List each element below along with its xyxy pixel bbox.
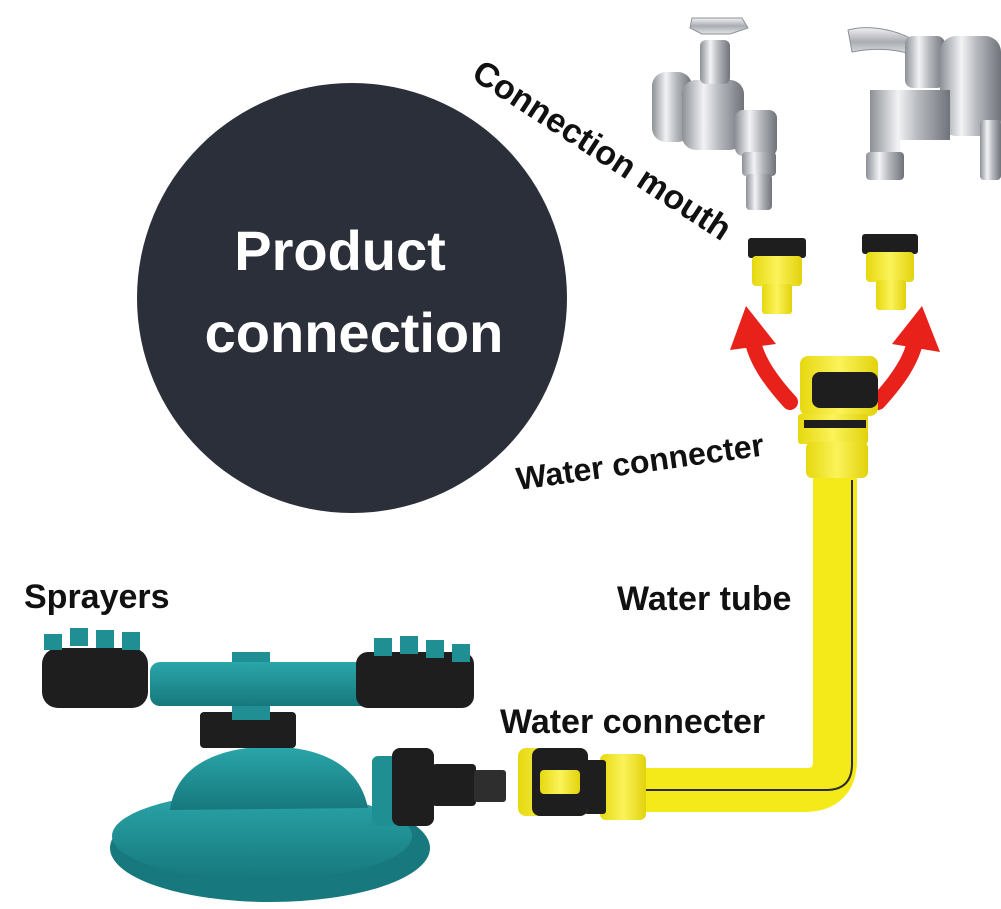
- tap-adapter-left: [748, 238, 806, 314]
- sprinkler: [42, 628, 506, 902]
- water-connecter-bottom: [518, 748, 646, 820]
- faucet-right: [847, 27, 1001, 180]
- faucet-left: [652, 17, 777, 210]
- title-line-2: connection: [205, 301, 504, 364]
- label-sprayers: Sprayers: [24, 578, 170, 616]
- arrow-right: [870, 306, 940, 410]
- arrow-left: [730, 306, 798, 410]
- water-tube: [640, 478, 857, 812]
- title-badge-circle: [137, 83, 567, 513]
- label-water-connecter-top: Water connecter: [514, 427, 766, 497]
- title-badge: Product connection: [137, 83, 567, 513]
- water-connecter-top: [798, 356, 878, 478]
- title-line-1: Product: [234, 219, 446, 282]
- label-water-connecter-bottom: Water connecter: [500, 703, 765, 741]
- tap-adapter-right: [862, 234, 918, 310]
- label-water-tube: Water tube: [617, 580, 791, 618]
